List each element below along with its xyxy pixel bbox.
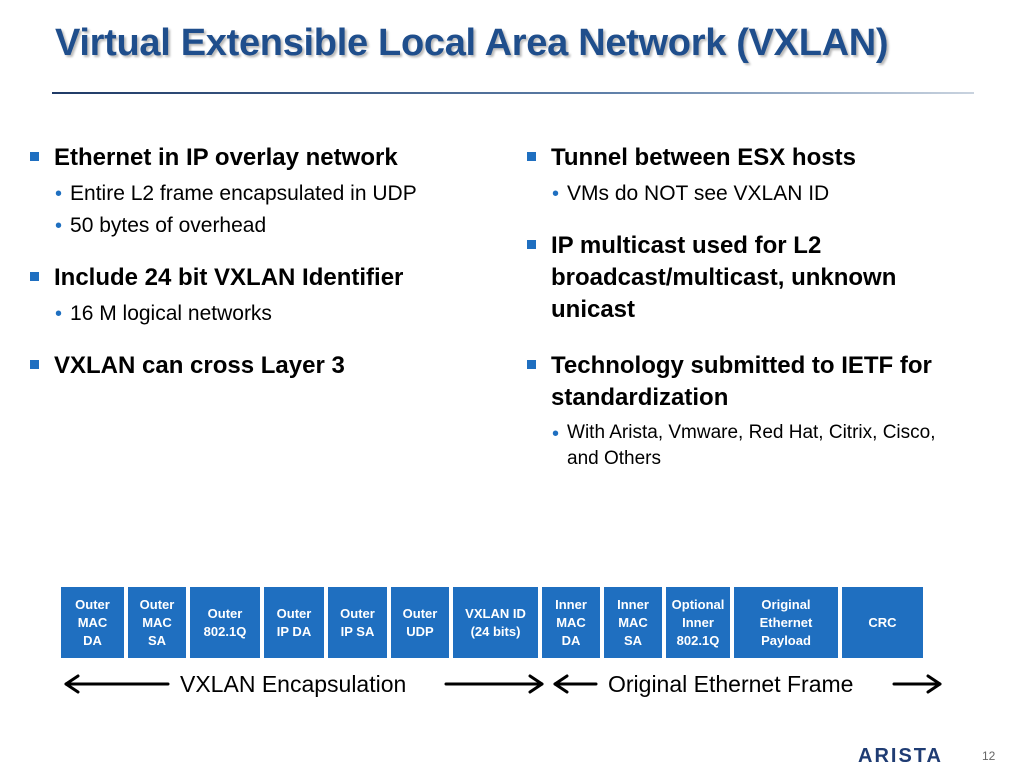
dot-bullet-icon: • [55,303,63,325]
slide-title: Virtual Extensible Local Area Network (V… [55,22,889,64]
frame-field: Original Ethernet Payload [734,587,838,658]
frame-field: Outer MAC SA [128,587,186,658]
sub-bullet-text: 50 bytes of overhead [70,214,267,237]
title-divider [52,92,974,94]
dot-bullet-icon: • [55,183,63,205]
bullet-item: IP multicast used for L2 broadcast/multi… [527,230,987,326]
dot-bullet-icon: • [552,423,560,445]
square-bullet-icon [30,360,39,369]
bullet-text: Include 24 bit VXLAN Identifier [54,264,404,291]
sub-bullet-item: • Entire L2 frame encapsulated in UDP [55,180,490,208]
sub-bullet-item: • With Arista, Vmware, Red Hat, Citrix, … [552,420,987,472]
sub-bullet-text: VMs do NOT see VXLAN ID [567,182,830,205]
sub-bullet-item: • 50 bytes of overhead [55,212,490,240]
frame-field: Inner MAC DA [542,587,600,658]
encapsulation-arrows [64,674,942,694]
sub-bullet-text: Entire L2 frame encapsulated in UDP [70,182,417,205]
sub-bullet-text: With Arista, Vmware, Red Hat, Citrix, Ci… [567,422,936,469]
frame-field: Outer 802.1Q [190,587,260,658]
bullet-text: Tunnel between ESX hosts [551,144,856,171]
sub-bullet-text: 16 M logical networks [70,302,272,325]
encapsulation-label: VXLAN Encapsulation [180,671,407,697]
frame-field: Outer IP DA [264,587,324,658]
right-column: Tunnel between ESX hosts • VMs do NOT se… [527,142,987,476]
frame-field: VXLAN ID (24 bits) [453,587,538,658]
bullet-item: Tunnel between ESX hosts [527,142,987,174]
square-bullet-icon [30,152,39,161]
bullet-text: Technology submitted to IETF for standar… [551,352,932,411]
page-number: 12 [982,749,996,763]
frame-field: Inner MAC SA [604,587,662,658]
bullet-text: VXLAN can cross Layer 3 [54,352,345,379]
bullet-item: Technology submitted to IETF for standar… [527,350,987,414]
square-bullet-icon [527,152,536,161]
frame-field: CRC [842,587,923,658]
frame-field: Outer UDP [391,587,449,658]
bullet-item: Ethernet in IP overlay network [30,142,490,174]
frame-field: Outer MAC DA [61,587,124,658]
vxlan-frame-format: Outer MAC DA Outer MAC SA Outer 802.1Q O… [61,587,941,658]
arista-logo: ARISTA [858,745,943,766]
dot-bullet-icon: • [552,183,560,205]
square-bullet-icon [527,240,536,249]
frame-field: Optional Inner 802.1Q [666,587,730,658]
sub-bullet-item: • 16 M logical networks [55,300,490,328]
dot-bullet-icon: • [55,215,63,237]
bullet-text: IP multicast used for L2 broadcast/multi… [551,232,897,323]
square-bullet-icon [30,272,39,281]
frame-field: Outer IP SA [328,587,387,658]
svg-text:ARISTA: ARISTA [858,745,943,766]
sub-bullet-item: • VMs do NOT see VXLAN ID [552,180,987,208]
left-column: Ethernet in IP overlay network • Entire … [30,142,490,388]
square-bullet-icon [527,360,536,369]
original-frame-label: Original Ethernet Frame [608,671,854,697]
bullet-text: Ethernet in IP overlay network [54,144,398,171]
bullet-item: VXLAN can cross Layer 3 [30,350,490,382]
bullet-item: Include 24 bit VXLAN Identifier [30,262,490,294]
